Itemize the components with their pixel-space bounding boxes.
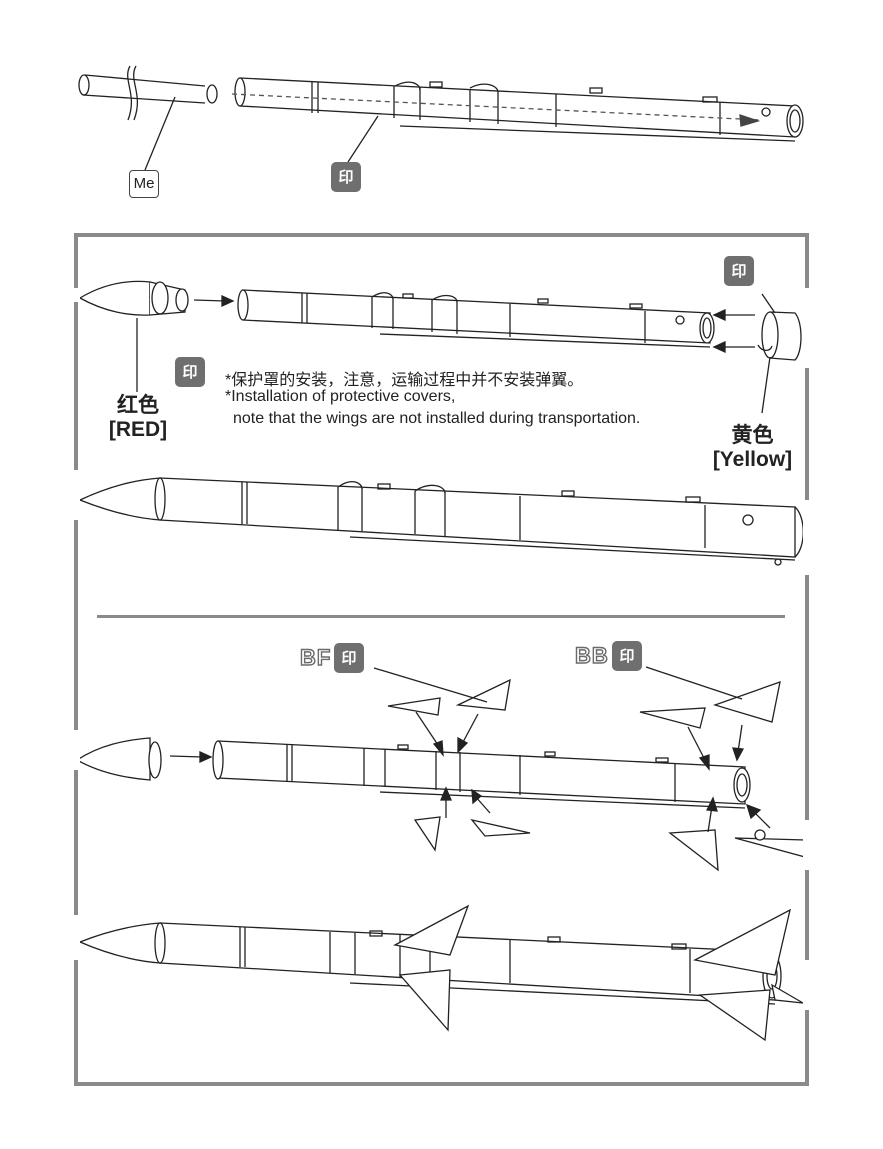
section-divider: [97, 615, 785, 618]
steps-2-3-frame: [74, 233, 809, 1086]
frame-gap-right-2: [803, 500, 813, 575]
step1-leader-lines: [144, 96, 379, 171]
step1-missile-body: [231, 77, 804, 142]
frame-gap-right-4: [803, 960, 813, 1010]
nose-cover-part-badge: 印: [175, 357, 205, 387]
frame-gap-left-2: [70, 470, 80, 520]
red-label-cn: 红色: [117, 394, 159, 417]
step3-rear-arrows: [687, 724, 771, 833]
step3-nose-cone: [75, 737, 213, 781]
note-chinese: *保护罩的安装，注意，运输过程中并不安装弹翼。: [225, 372, 584, 389]
tail-cover-part-badge: 印: [724, 256, 754, 286]
rear-fin-code: BB: [574, 642, 609, 668]
step2-arrows-rear: [712, 308, 755, 354]
frame-gap-left: [70, 288, 80, 302]
step3-assembled-missile: [78, 904, 804, 1042]
step2-assembled-missile: [78, 477, 804, 566]
printed-part-badge: 印: [331, 162, 361, 192]
note-english-line1: *Installation of protective covers,: [225, 388, 456, 405]
frame-gap-left-4: [70, 915, 80, 960]
rear-fin-part-badge: 印: [612, 641, 642, 671]
front-fin-part-badge: 印: [334, 643, 364, 673]
step3-front-arrows: [415, 711, 491, 818]
step3-rear-fins: [639, 666, 806, 872]
red-label-en: [RED]: [108, 418, 168, 441]
yellow-label-cn: 黄色: [731, 424, 774, 447]
step2-missile-body: [237, 289, 715, 348]
yellow-label-en: [Yellow]: [712, 448, 793, 471]
frame-gap-left-3: [70, 730, 80, 770]
metal-part-badge: Me: [129, 170, 159, 198]
frame-gap-right-3: [803, 820, 813, 870]
step2-nose-cover-red: [78, 280, 189, 392]
step3-missile-body: [212, 740, 751, 809]
step2-arrow-nose: [193, 294, 235, 308]
step3-front-fins: [373, 667, 531, 852]
note-english-line2: note that the wings are not installed du…: [233, 410, 641, 427]
frame-gap-right: [803, 288, 813, 368]
step2-tail-cover-yellow: [757, 293, 802, 414]
front-fin-code: BF: [299, 644, 332, 670]
step1-metal-rod: [78, 65, 218, 121]
